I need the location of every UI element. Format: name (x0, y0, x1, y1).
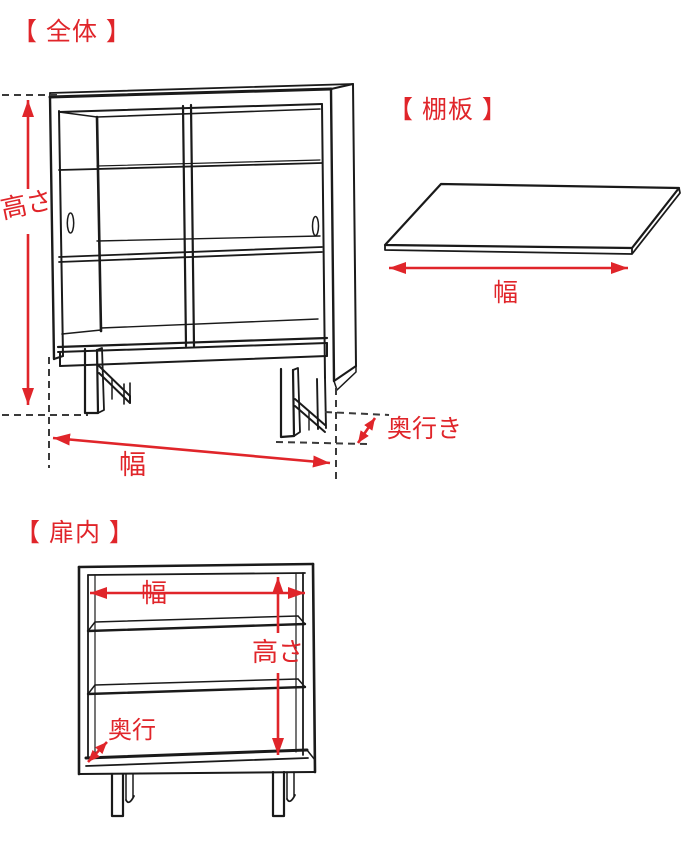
right-door-handle (311, 215, 320, 237)
width-arrow (52, 433, 331, 468)
inside-door-drawing (77, 562, 317, 818)
door-height-label: 高さ (252, 637, 305, 667)
inside-door-dimension-arrows (87, 577, 305, 763)
shelf-board-drawing (383, 182, 681, 255)
overall-dimension-arrows (22, 100, 377, 468)
section-title-shelf-board: 【 棚板 】 (388, 96, 508, 124)
door-width-label: 幅 (141, 578, 168, 608)
door-depth-arrow (87, 741, 108, 763)
door-depth-label: 奥行 (108, 717, 156, 744)
section-title-overall: 【 全体 】 (12, 18, 132, 46)
section-title-inside-door: 【 扉内 】 (15, 519, 135, 547)
overall-width-label: 幅 (119, 450, 146, 480)
depth-arrow (356, 417, 377, 444)
shelf-width-label: 幅 (493, 279, 519, 307)
overall-depth-label: 奥行き (387, 415, 463, 443)
left-door-handle (66, 212, 75, 234)
overall-cabinet-drawing (48, 83, 357, 439)
